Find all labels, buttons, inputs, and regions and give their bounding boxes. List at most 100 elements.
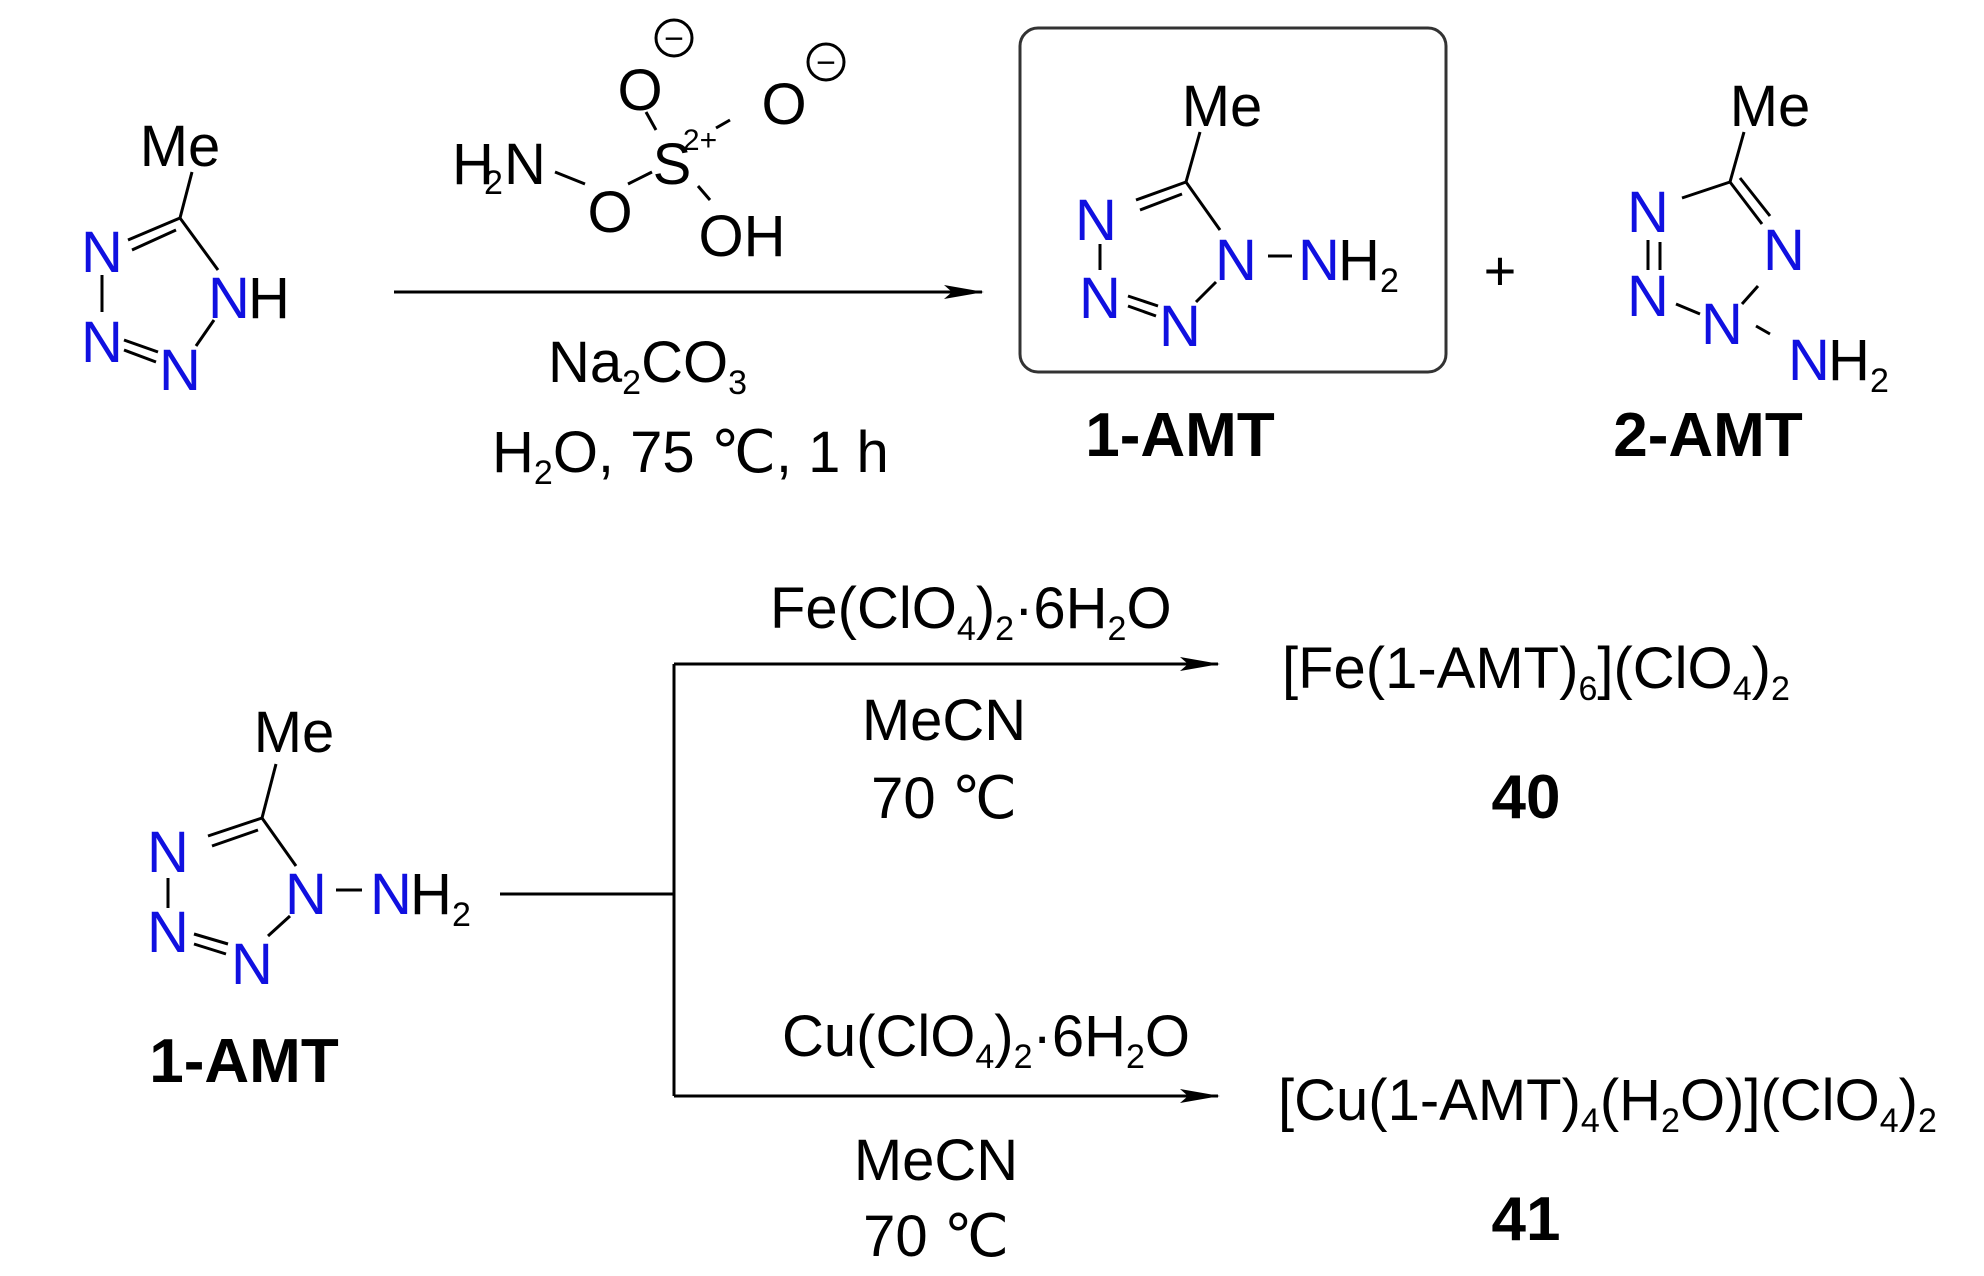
n2-atom: N [1701,292,1743,357]
bond-c-n1 [260,817,298,867]
n2-atom: N [231,932,273,997]
bond-n2-n1 [194,319,216,347]
bond-s-oh [696,185,712,201]
bond-c-me [178,171,194,219]
lower-reagent: Cu(ClO4)2·6H2O [782,1004,1190,1076]
bond-c-n1 [178,217,220,271]
bond-c-me [260,763,278,819]
reagent-hydroxylamine-o-sulfonic-acid: H 2 N O S 2+ O − O − OH [452,18,846,269]
amino-h: H [1338,228,1380,293]
upper-reagent: Fe(ClO4)2·6H2O [770,576,1172,648]
bond-c-n1-double [1738,177,1772,217]
compound-number-41: 41 [1492,1185,1561,1254]
amino-n: N [370,862,412,927]
amino-n: N [1788,328,1830,393]
branch-connector [500,664,676,1096]
n1-atom: N [208,266,250,331]
n4-atom: N [1627,180,1669,245]
compound-number-40: 40 [1492,763,1561,832]
bond-o-s [627,170,653,186]
n2-atom: N [1159,294,1201,359]
amino-h: H [1828,328,1870,393]
n4-atom: N [147,820,189,885]
bond-c-me [1728,131,1746,183]
lower-solvent: MeCN [854,1128,1018,1193]
bond-n-o [554,170,586,186]
sulfur-atom: S [653,132,692,197]
bond-n3-n2-double [123,348,157,364]
bond-c-n4 [1681,180,1731,200]
amino-subscript: 2 [452,896,471,934]
product-1-amt: Me N N N N N H 2 [1075,74,1399,359]
n4-atom: N [1075,188,1117,253]
n3-atom: N [147,900,189,965]
lower-temperature: 70 ℃ [863,1204,1009,1269]
amino-h: H [410,862,452,927]
n2-atom: N [159,338,201,403]
methyl-label: Me [1730,74,1811,139]
right-oxygen: O [761,72,806,137]
minus-charge-circle-2 [806,42,846,82]
bond-c-n4 [207,816,263,838]
methyl-label: Me [254,700,335,765]
copper-complex-formula: [Cu(1-AMT)4(H2O)](ClO4)2 [1278,1068,1937,1140]
n1-hydrogen: H [248,266,290,331]
bond-n3-n2 [193,932,229,946]
hydroxyl-group: OH [699,204,786,269]
bond-c-n4-double [131,228,177,252]
amine-h: H [452,132,494,197]
amino-subscript: 2 [1380,262,1399,300]
bond-n2-nh2 [1755,324,1771,336]
iron-complex-formula: [Fe(1-AMT)6](ClO4)2 [1282,636,1790,708]
bond-c-n1 [1728,181,1764,225]
n3-atom: N [81,310,123,375]
bond-n3-n2 [1675,302,1701,316]
base-reagent: Na2CO3 [548,330,747,402]
starting-material-5-methyltetrazole: Me N N N N H [81,114,290,403]
bond-n2-n1 [1194,280,1218,304]
n1-atom: N [1763,218,1805,283]
bond-c-n4 [127,216,181,242]
upper-solvent: MeCN [862,688,1026,753]
methyl-label: Me [1182,74,1263,139]
bond-n3-n2 [1127,294,1159,308]
bond-c-n4-double [211,828,259,848]
bond-n2-n1 [266,914,292,938]
bond-n3-n2-double [193,942,227,956]
top-oxygen: O [617,58,662,123]
amine-n: N [504,132,546,197]
bond-c-n4 [1135,180,1187,202]
minus-sign-1: − [664,20,684,58]
starting-material-1-amt-label: 1-AMT [149,1027,339,1096]
minus-sign-2: − [816,44,836,82]
bond-s-o-right [715,118,731,130]
n1-atom: N [285,862,327,927]
bond-c-n1 [1184,181,1222,231]
starting-material-1-amt: Me N N N N N H 2 [147,700,471,997]
n4-atom: N [81,220,123,285]
amino-subscript: 2 [1870,362,1889,400]
methyl-label: Me [140,114,221,179]
product-2-amt: Me N N N N N H 2 [1627,74,1889,400]
n3-atom: N [1079,266,1121,331]
bond-c-me [1184,131,1202,183]
minus-charge-circle-1 [654,18,694,58]
reaction-conditions: H2O, 75 ℃, 1 h [492,420,889,492]
bond-c-n4-double [1139,192,1183,212]
product-2-amt-label: 2-AMT [1613,401,1803,470]
product-1-amt-label: 1-AMT [1085,401,1275,470]
amine-h-subscript: 2 [484,164,503,202]
n3-atom: N [1627,264,1669,329]
bond-n3-n2-double [1127,304,1157,318]
amino-n: N [1298,228,1340,293]
bond-n2-n1 [1740,285,1760,305]
bond-s-o-top [644,111,658,131]
sulfur-charge: 2+ [683,124,717,157]
major-product-highlight-box [1018,26,1448,374]
plus-sign: + [1484,239,1517,302]
bridging-oxygen: O [587,180,632,245]
upper-temperature: 70 ℃ [871,766,1017,831]
bond-n3-n2 [123,338,159,354]
n1-atom: N [1215,228,1257,293]
